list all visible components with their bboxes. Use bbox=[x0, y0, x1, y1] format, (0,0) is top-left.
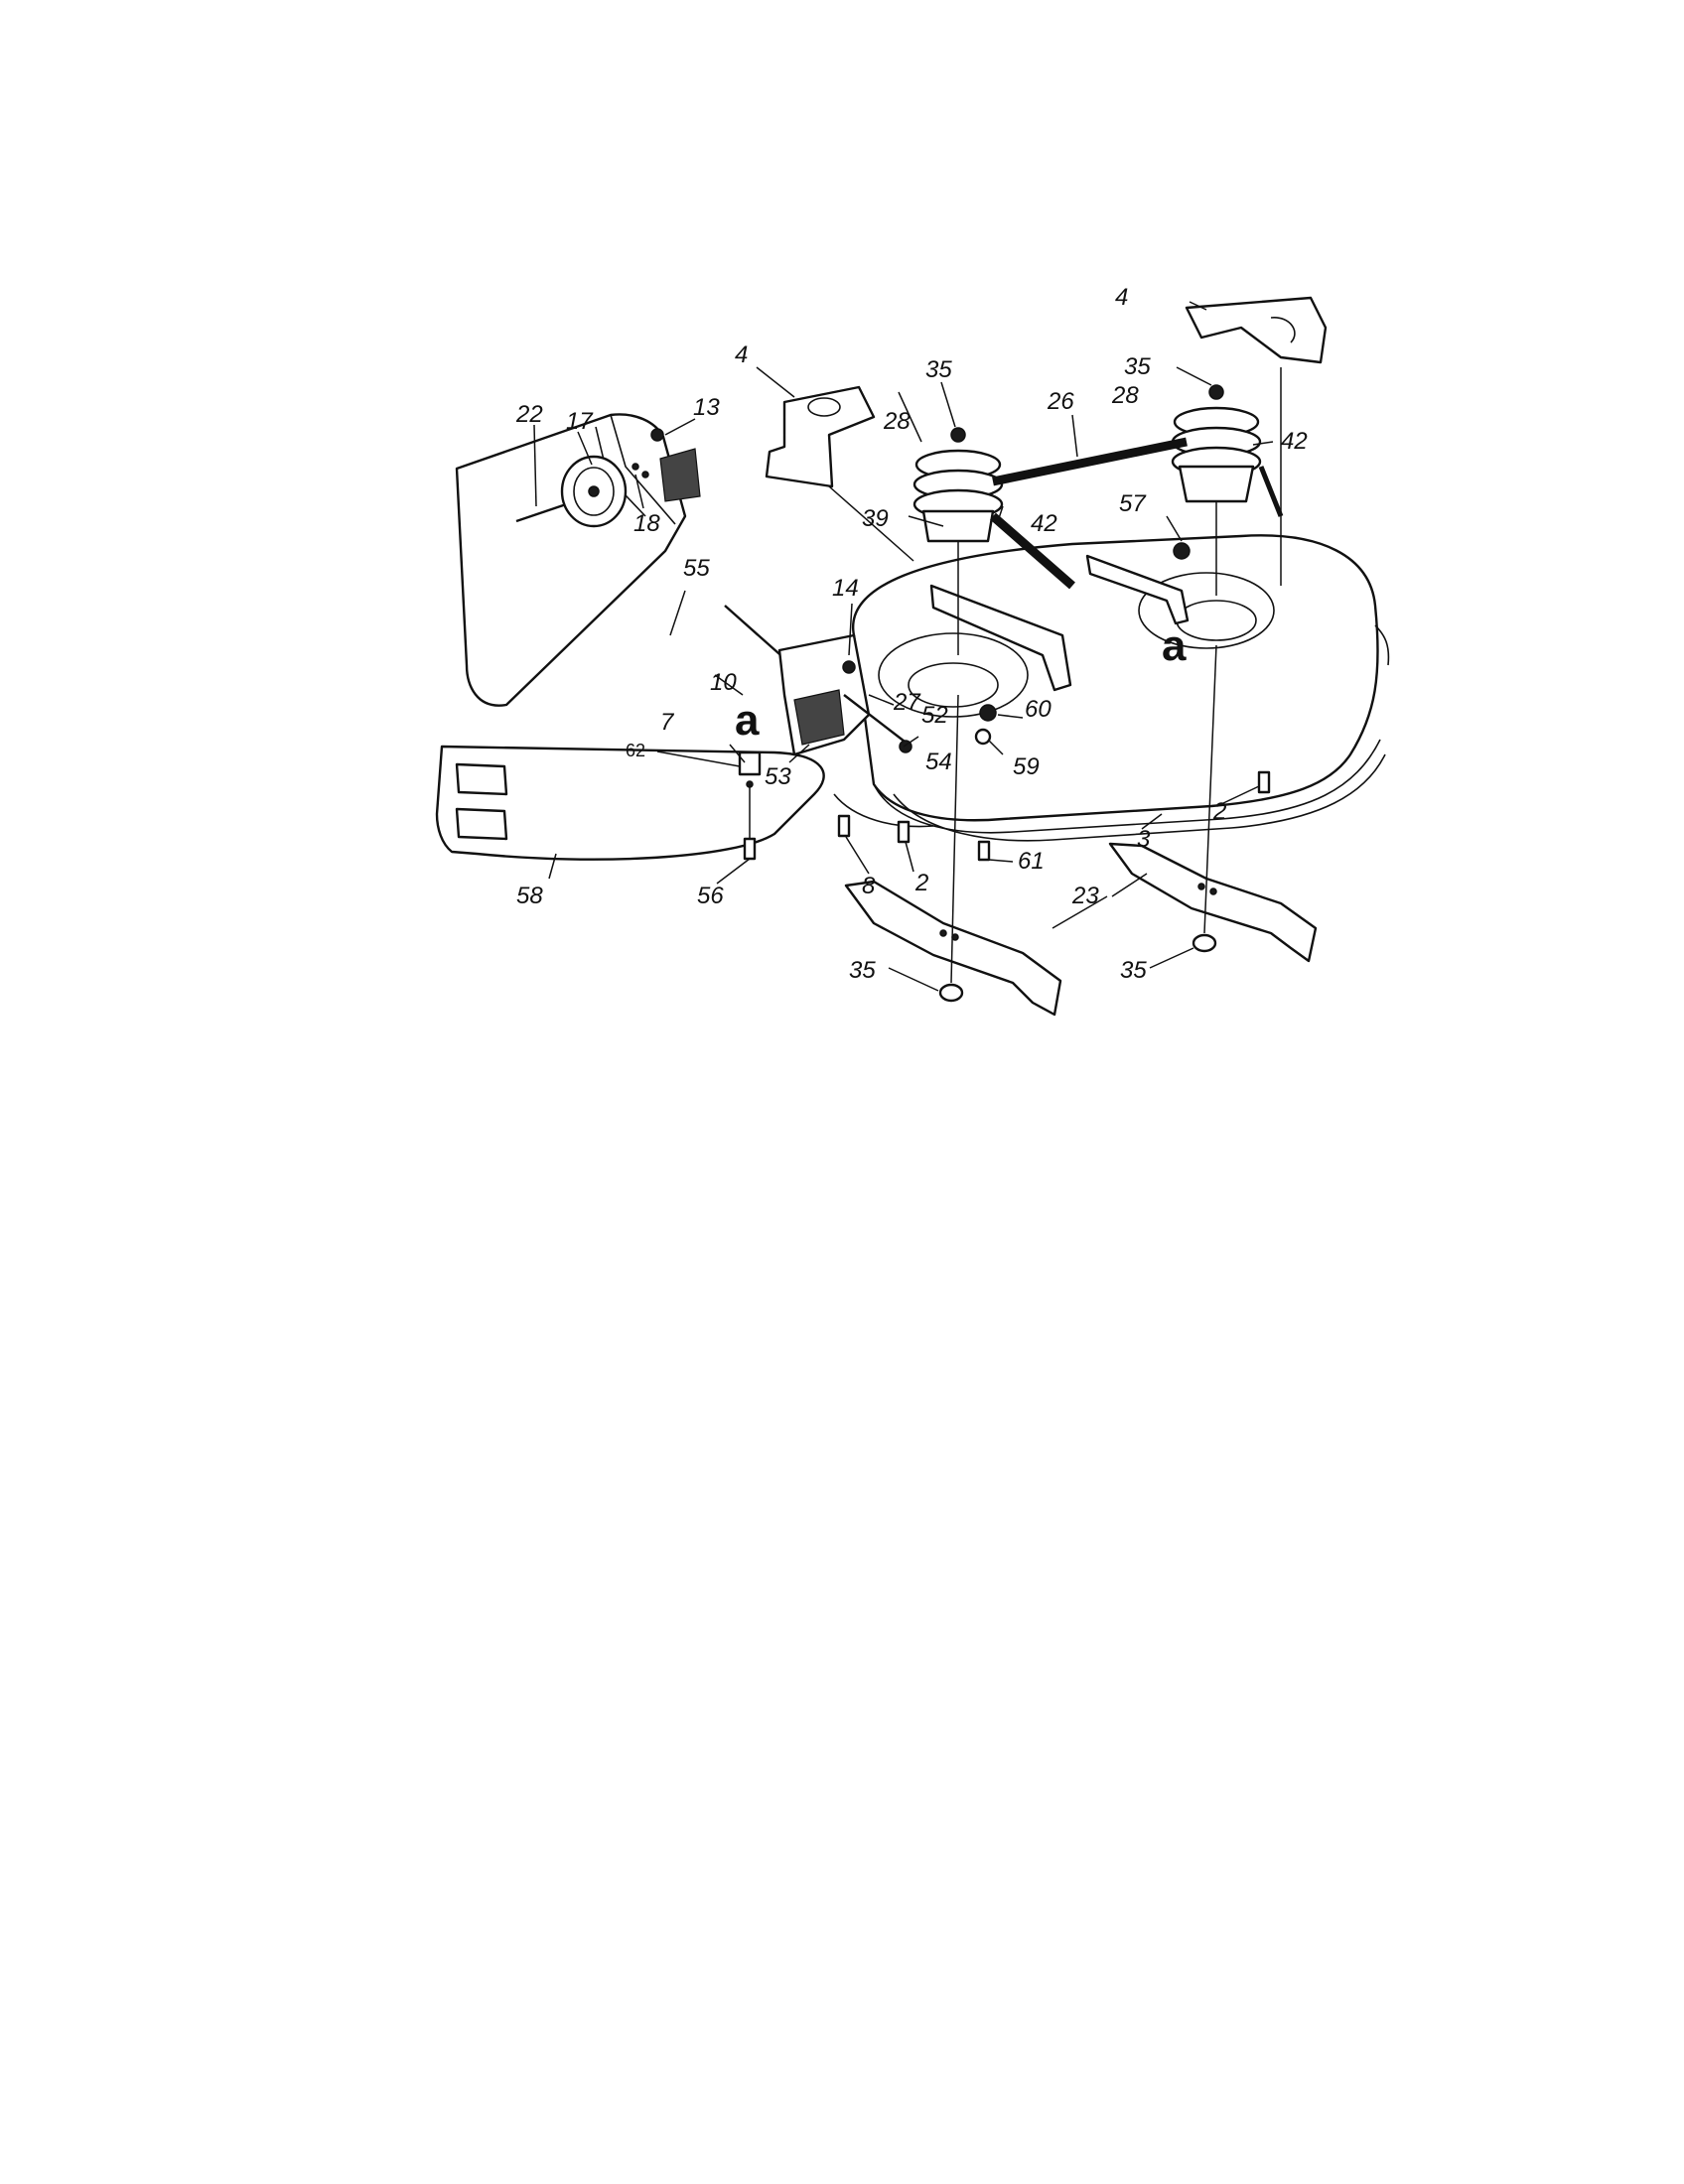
callout-42-left: 42 bbox=[1031, 510, 1057, 537]
callout-58: 58 bbox=[516, 883, 543, 909]
callout-60: 60 bbox=[1025, 696, 1052, 723]
mower-deck-housing bbox=[833, 534, 1390, 842]
callout-28-left: 28 bbox=[883, 408, 911, 435]
callout-2-right: 2 bbox=[1212, 798, 1226, 825]
spindle-left bbox=[912, 427, 1004, 655]
discharge-chute bbox=[455, 413, 687, 707]
deck-lift-assembly bbox=[724, 605, 912, 756]
callout-23: 23 bbox=[1071, 883, 1099, 909]
callout-4-left: 4 bbox=[735, 341, 748, 368]
reference-mark-a-left: a bbox=[735, 696, 760, 745]
callout-8: 8 bbox=[862, 873, 876, 899]
callout-56: 56 bbox=[697, 883, 724, 909]
callout-55: 55 bbox=[683, 555, 710, 582]
reference-mark-a-right: a bbox=[1162, 621, 1187, 670]
callout-13: 13 bbox=[693, 394, 720, 421]
callout-54: 54 bbox=[925, 749, 952, 775]
callout-39: 39 bbox=[862, 505, 889, 532]
baffle-right bbox=[1185, 296, 1328, 364]
hardware bbox=[738, 542, 1271, 862]
callout-35-bottom-left: 35 bbox=[849, 957, 876, 984]
callout-18: 18 bbox=[633, 510, 660, 537]
callout-52: 52 bbox=[921, 702, 948, 729]
spindle-right bbox=[1171, 384, 1262, 596]
callout-53: 53 bbox=[765, 763, 791, 790]
callout-62: 62 bbox=[626, 741, 645, 760]
callout-17: 17 bbox=[566, 408, 594, 435]
drive-belt bbox=[990, 437, 1284, 590]
callout-26: 26 bbox=[1047, 388, 1074, 415]
callout-35-top-left: 35 bbox=[925, 356, 952, 383]
callout-61: 61 bbox=[1018, 848, 1045, 875]
callout-10: 10 bbox=[710, 669, 737, 696]
callout-42-right: 42 bbox=[1281, 428, 1308, 455]
callout-3: 3 bbox=[1137, 826, 1151, 853]
callout-35-top-right: 35 bbox=[1124, 353, 1151, 380]
callout-28-right: 28 bbox=[1111, 382, 1139, 409]
callout-labels: 22 17 13 18 4 35 28 26 4 35 28 42 39 42 … bbox=[515, 284, 1308, 984]
mulching-cover bbox=[435, 745, 825, 861]
blades bbox=[844, 842, 1318, 1017]
reference-marks: a a bbox=[735, 621, 1187, 745]
callout-35-bottom-right: 35 bbox=[1120, 957, 1147, 984]
callout-27: 27 bbox=[893, 689, 921, 716]
baffle-bracket-left bbox=[765, 385, 876, 488]
callout-4-right: 4 bbox=[1115, 284, 1128, 311]
callout-59: 59 bbox=[1013, 753, 1040, 780]
callout-7: 7 bbox=[660, 709, 675, 736]
axis-lines bbox=[749, 367, 1282, 984]
callout-14: 14 bbox=[832, 575, 859, 602]
callout-2-center: 2 bbox=[914, 870, 928, 896]
leader-lines bbox=[533, 301, 1274, 992]
callout-22: 22 bbox=[515, 401, 543, 428]
idler-pulley-assembly bbox=[515, 428, 701, 528]
callout-57: 57 bbox=[1119, 490, 1147, 517]
